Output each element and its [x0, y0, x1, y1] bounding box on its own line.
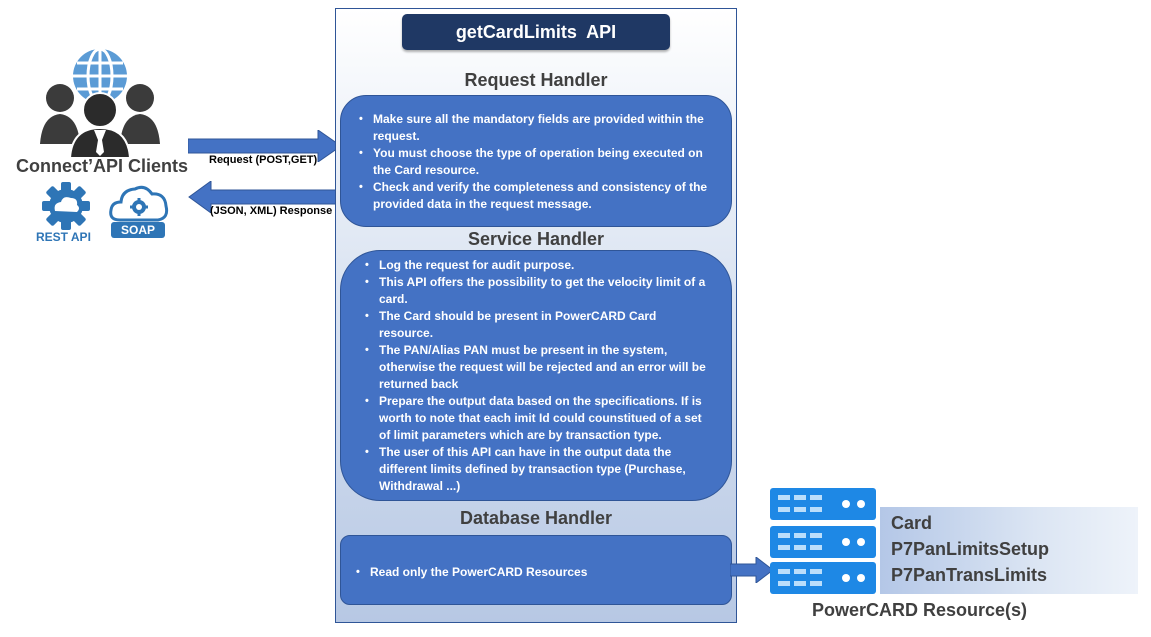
resources-caption: PowerCARD Resource(s): [812, 600, 1028, 620]
clients-label: Connect’API Clients: [16, 156, 189, 176]
request-handler-item: Make sure all the mandatory fields are p…: [359, 111, 709, 145]
service-handler-item: Prepare the output data based on the spe…: [365, 393, 713, 444]
database-handler-title: Database Handler: [459, 508, 613, 528]
response-arrow: [188, 181, 341, 213]
api-title: getCardLimits API: [402, 14, 670, 50]
database-handler-box: Read only the PowerCARD Resources: [340, 535, 732, 605]
request-handler-title: Request Handler: [464, 70, 608, 90]
service-handler-box: Log the request for audit purpose. This …: [340, 250, 732, 501]
database-handler-item: Read only the PowerCARD Resources: [356, 564, 731, 581]
soap-cloud-icon: [109, 185, 169, 222]
server-unit: [770, 488, 876, 520]
resource-item: P7PanTransLimits: [891, 565, 1048, 585]
server-stack-icon: [770, 488, 876, 594]
request-handler-box: Make sure all the mandatory fields are p…: [340, 95, 732, 227]
soap-badge: SOAP: [111, 222, 165, 238]
rest-api-label: REST API: [36, 230, 91, 244]
database-arrow: [730, 557, 774, 583]
resource-item: P7PanLimitsSetup: [891, 539, 1050, 559]
resources-box: [880, 507, 1138, 594]
request-arrow-label: Request (POST,GET): [209, 154, 318, 166]
service-handler-title: Service Handler: [467, 229, 605, 249]
rest-api-gear-icon: [42, 182, 90, 230]
globe-icon: [73, 48, 127, 105]
server-unit: [770, 562, 876, 594]
service-handler-item: The user of this API can have in the out…: [365, 444, 713, 495]
service-handler-item: This API offers the possibility to get t…: [365, 274, 713, 308]
server-unit: [770, 526, 876, 558]
service-handler-item: The Card should be present in PowerCARD …: [365, 308, 713, 342]
request-handler-item: You must choose the type of operation be…: [359, 145, 709, 179]
service-handler-item: The PAN/Alias PAN must be present in the…: [365, 342, 713, 393]
clients-group-icon: [40, 48, 160, 159]
request-handler-item: Check and verify the completeness and co…: [359, 179, 709, 213]
resource-item: Card: [891, 513, 933, 533]
response-arrow-label: (JSON, XML) Response: [210, 205, 333, 217]
service-handler-item: Log the request for audit purpose.: [365, 257, 713, 274]
request-arrow: [188, 130, 342, 162]
